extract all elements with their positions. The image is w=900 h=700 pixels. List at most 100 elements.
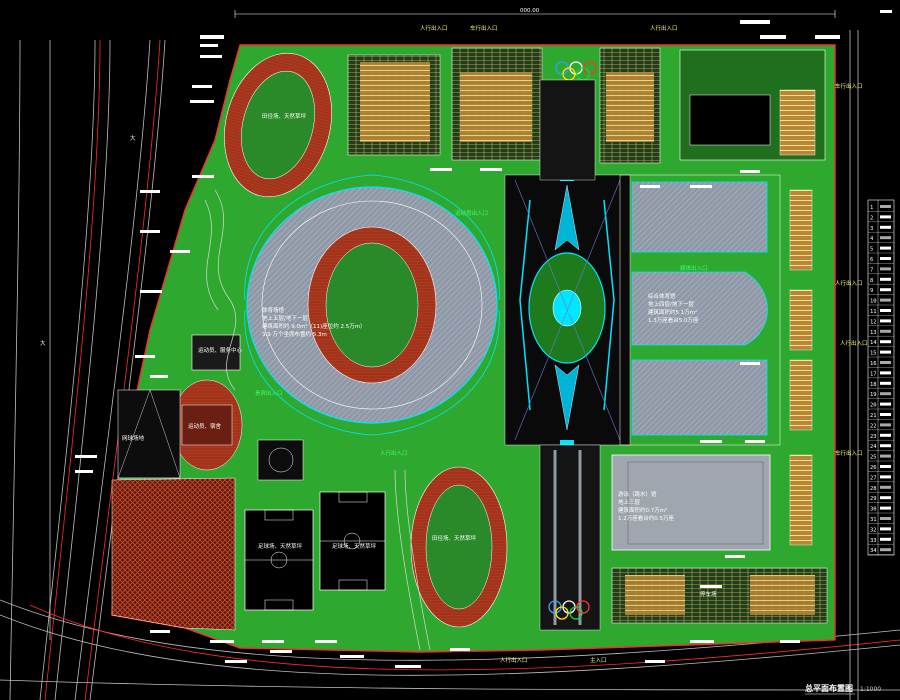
residence-label: 运动员、宿舍 (188, 422, 222, 430)
legend-row-desc (880, 371, 891, 375)
entrance-5: 人行出入口 (835, 279, 863, 287)
entrance-labels: 人行出入口 车行出入口 人行出入口 车行出入口 人行出入口 主入口 人行出入口 … (255, 24, 868, 664)
legend-row-desc (880, 329, 891, 333)
legend-row-desc (880, 267, 891, 271)
entrance-2: 车行出入口 (470, 24, 498, 32)
legend-row-number: 12 (870, 319, 877, 325)
legend-row-desc (880, 309, 891, 312)
gym-line1: 地上四层/地下一层 (648, 300, 694, 308)
stadium-line3: 3.9 万个坐席布置约 5.3m (262, 330, 327, 338)
drawing-title: 总平面布置图 (805, 683, 853, 693)
title-block: 总平面布置图 1:1000 (805, 683, 881, 695)
central-plaza (504, 174, 631, 446)
legend-row-desc (880, 361, 891, 364)
entrance-13: 媒体出入口 (680, 264, 708, 272)
stadium-info: 体育场馆 地上五层/地下一层 建筑面积约 9.0m²（11)座位约 2.5万m）… (262, 306, 366, 338)
sw-hatched-plaza (111, 477, 236, 631)
gym-name: 综合体育馆 (648, 292, 676, 300)
nw-track-label: 田径场、天然草坪 (262, 112, 307, 120)
legend-row-desc (880, 496, 891, 500)
entrance-14: 人行出入口 (380, 449, 408, 457)
legend-row-desc (880, 392, 891, 396)
central-avenue (539, 79, 601, 631)
legend-row-desc (880, 433, 891, 437)
legend-row-desc (880, 465, 891, 468)
legend-row-desc (880, 319, 891, 323)
ne-buildings (679, 49, 826, 161)
legend-row-number: 25 (870, 455, 877, 461)
natatorium-line3: 1.2万座看台约0.5万座 (618, 514, 674, 522)
stadium-name: 体育场馆 (262, 306, 285, 314)
entrance-12: 运动员出入口 (455, 209, 488, 217)
legend-row-number: 18 (870, 382, 877, 388)
legend-table: 1234567891011121314151617181920212223242… (867, 199, 895, 556)
legend-row-number: 2 (870, 215, 873, 221)
west-buildings: 运动员、服务中心 运动员、宿舍 网球场地 (117, 334, 304, 481)
gymnasium-complex: 综合体育馆 地上四层/地下一层 建筑面积约5.1万m² 1.3万座看台5.0万座 (619, 174, 781, 446)
legend-row-desc (880, 413, 891, 416)
annotation-tags (75, 10, 892, 668)
gym-line2: 建筑面积约5.1万m² (648, 308, 697, 316)
legend-row-number: 14 (870, 340, 877, 346)
entrance-7: 人行出入口 (840, 339, 868, 347)
legend-row-desc (880, 381, 891, 385)
legend-row-number: 28 (870, 486, 877, 492)
legend-row-number: 24 (870, 444, 877, 450)
se-parking: 停车场 (611, 567, 828, 624)
legend-row-desc (880, 225, 891, 229)
north-parking-blocks (347, 47, 661, 164)
entrance-4: 车行出入口 (835, 82, 863, 90)
legend-row-number: 5 (870, 247, 873, 253)
legend-row-number: 21 (870, 413, 877, 419)
legend-row-number: 31 (870, 517, 877, 523)
legend-row-number: 30 (870, 507, 877, 513)
legend-row-desc (880, 548, 891, 552)
legend-row-number: 20 (870, 403, 877, 409)
legend-row-desc (880, 340, 891, 344)
legend-row-number: 16 (870, 361, 877, 367)
natatorium-line2: 建筑面积约0.7万m² (618, 506, 667, 514)
west-paths (204, 189, 431, 651)
legend-row-number: 3 (870, 226, 873, 232)
legend-row-desc (880, 475, 891, 479)
legend-row-number: 33 (870, 538, 877, 544)
legend-row-number: 4 (870, 236, 874, 242)
legend-row-number: 26 (870, 465, 877, 471)
stadium-line2: 建筑面积约 9.0m²（11)座位约 2.5万m） (262, 322, 366, 330)
legend-rows: 1234567891011121314151617181920212223242… (868, 205, 894, 555)
legend-row-desc (880, 350, 891, 354)
legend-row-desc (880, 485, 891, 489)
entrance-8: 车行出入口 (835, 449, 863, 457)
legend-row-desc (880, 454, 891, 458)
legend-row-number: 1 (870, 205, 873, 211)
field-1-label: 足球场、天然草坪 (258, 542, 303, 550)
legend-row-number: 11 (870, 309, 877, 315)
stadium-line1: 地上五层/地下一层 (262, 314, 308, 322)
south-track: 田径场、天然草坪 (410, 466, 508, 628)
legend-row-number: 22 (870, 423, 877, 429)
entrance-9: 人行出入口 (500, 656, 528, 664)
east-seat-strips (789, 189, 813, 546)
legend-row-number: 23 (870, 434, 877, 440)
legend-row-desc (880, 298, 891, 302)
legend-row-number: 27 (870, 475, 877, 481)
football-fields: 足球场、天然草坪 足球场、天然草坪 (244, 491, 386, 611)
legend-row-number: 7 (870, 267, 873, 273)
legend-row-desc (880, 517, 891, 520)
entrance-11: 贵宾出入口 (255, 389, 283, 397)
gym-line3: 1.3万座看台5.0万座 (648, 316, 699, 324)
legend-row-desc (880, 277, 891, 281)
entrance-10: 主入口 (590, 656, 607, 664)
legend-row-desc (880, 527, 891, 531)
legend-row-desc (880, 423, 891, 427)
drawing-scale: 1:1000 (860, 686, 881, 693)
west-road-redlines (44, 39, 161, 700)
legend-row-number: 10 (870, 299, 877, 305)
legend-row-desc (880, 257, 891, 260)
legend-row-desc (880, 402, 891, 406)
legend-row-desc (880, 236, 891, 240)
legend-row-number: 29 (870, 496, 877, 502)
left-mark-1: 大 (40, 339, 46, 347)
south-roads (0, 599, 900, 691)
